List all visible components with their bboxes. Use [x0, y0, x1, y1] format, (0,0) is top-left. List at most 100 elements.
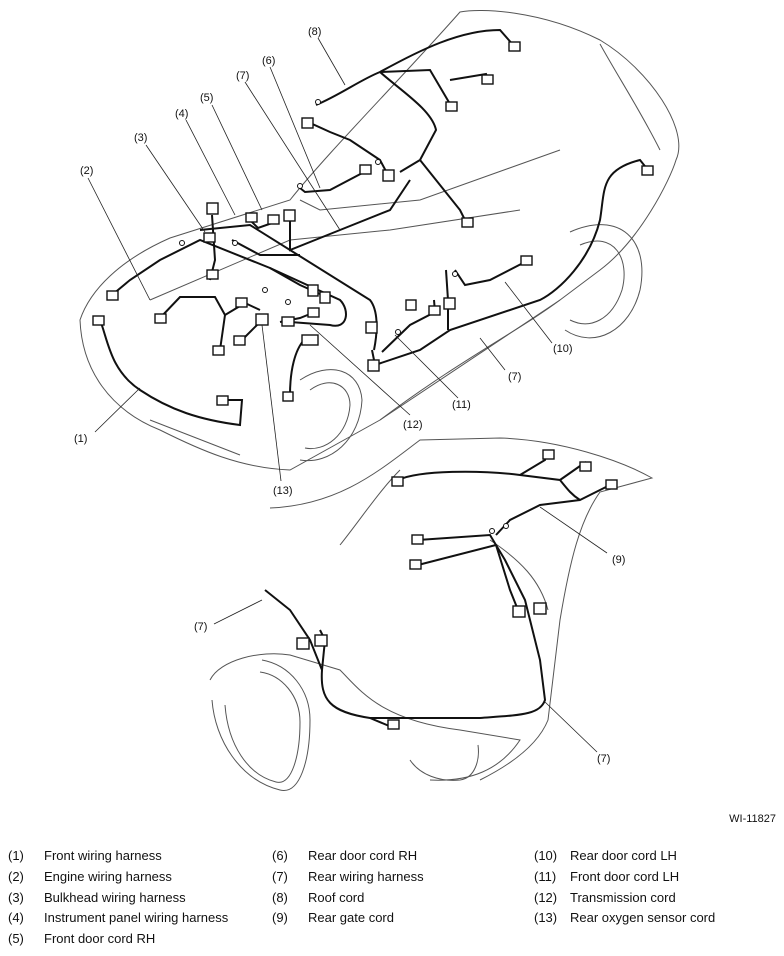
legend-label: Front door cord RH — [44, 931, 156, 947]
legend-item: (1)Front wiring harness — [8, 846, 228, 867]
connector — [206, 202, 219, 215]
legend-item: (12) Transmission cord — [534, 888, 715, 909]
legend-item: (5) Front door cord RH — [8, 929, 228, 950]
connector — [411, 534, 424, 545]
connector — [301, 334, 319, 346]
connector — [445, 101, 458, 112]
legend-item: (13) Rear oxygen sensor cord — [534, 908, 715, 929]
connector — [365, 321, 378, 334]
connector — [409, 559, 422, 570]
legend-label: Bulkhead wiring harness — [44, 889, 186, 905]
connector — [267, 214, 280, 225]
legend-column-2: (6)Rear door cord RH (7)Rear wiring harn… — [272, 846, 424, 929]
callout-12: (12) — [403, 419, 423, 431]
rear-body-outline — [209, 437, 654, 791]
callout-2: (2) — [80, 165, 93, 177]
legend-number: (4) — [8, 910, 24, 926]
callout-10: (10) — [553, 343, 573, 355]
legend-label: Instrument panel wiring harness — [44, 910, 229, 926]
legend-item: (3) Bulkhead wiring harness — [8, 888, 228, 909]
connector — [367, 359, 380, 372]
legend-label: Front wiring harness — [44, 848, 162, 863]
legend-number: (9) — [272, 910, 288, 926]
connector — [443, 297, 456, 310]
connector — [428, 305, 441, 316]
connector — [301, 117, 314, 129]
legend-number: (10) — [534, 848, 558, 863]
connector — [282, 391, 294, 402]
connector — [255, 313, 269, 326]
callout-6: (6) — [262, 55, 275, 67]
connector — [314, 634, 328, 647]
legend-item: (7)Rear wiring harness — [272, 867, 424, 888]
callout-4: (4) — [175, 108, 188, 120]
legend-item: (8)Roof cord — [272, 888, 424, 909]
connector — [283, 209, 296, 222]
legend-number: (2) — [8, 868, 24, 884]
callout-3: (3) — [134, 132, 147, 144]
connector — [605, 479, 618, 490]
legend-item: (6)Rear door cord RH — [272, 846, 424, 867]
connector — [387, 719, 400, 730]
legend-number: (13) — [534, 910, 558, 926]
callout-7-right: (7) — [508, 371, 521, 383]
legend-label: Rear oxygen sensor cord — [570, 910, 716, 926]
callout-7-rear-right: (7) — [597, 753, 610, 765]
connector — [520, 255, 533, 266]
legend-label: Rear door cord RH — [308, 848, 418, 863]
legend-label: Rear gate cord — [308, 910, 394, 926]
harness-clips — [179, 99, 509, 534]
connector — [203, 232, 216, 243]
legend-item: (2)Engine wiring harness — [8, 867, 228, 888]
legend-label: Transmission cord — [570, 889, 676, 905]
legend-number: (3) — [8, 889, 24, 905]
connector — [154, 313, 167, 324]
connector — [307, 284, 319, 297]
connectors — [92, 41, 654, 730]
legend-number: (12) — [534, 889, 558, 905]
legend-label: Front door cord LH — [570, 868, 680, 884]
connector — [405, 299, 417, 311]
legend-column-3: (10)Rear door cord LH (11) Front door cor… — [534, 846, 715, 929]
wiring-harness-diagram: (1) (2) (3) (4) (5) (6) (7) (8) (10) (7)… — [74, 9, 680, 791]
connector — [461, 217, 474, 228]
connector — [533, 602, 547, 615]
connector — [245, 212, 258, 223]
connector — [359, 164, 372, 175]
leader-lines — [87, 37, 608, 753]
connector — [391, 476, 404, 487]
legend-label: Rear wiring harness — [308, 868, 424, 884]
connector — [233, 335, 246, 346]
figure-id: WI-11827 — [729, 813, 776, 825]
connector — [508, 41, 521, 52]
callout-labels: (1) (2) (3) (4) (5) (6) (7) (8) (10) (7)… — [74, 26, 625, 765]
connector — [92, 315, 105, 326]
callout-7-top: (7) — [236, 70, 249, 82]
connector — [307, 307, 320, 318]
connector — [106, 290, 119, 301]
connector — [481, 74, 494, 85]
connector — [319, 291, 331, 304]
vehicle-body-outline — [79, 9, 680, 471]
legend-item: (4) Instrument panel wiring harness — [8, 908, 228, 929]
legend-item: (9) Rear gate cord — [272, 908, 424, 929]
legend-number: (11) — [534, 868, 557, 884]
connector — [296, 637, 310, 650]
callout-8: (8) — [308, 26, 321, 38]
connector — [206, 269, 219, 280]
legend-number: (8) — [272, 889, 288, 905]
rear-harness-wires — [264, 449, 611, 729]
legend-column-1: (1)Front wiring harness (2)Engine wiring… — [8, 846, 228, 950]
connector — [641, 165, 654, 176]
legend-item: (11) Front door cord LH — [534, 867, 715, 888]
connector — [512, 605, 526, 618]
callout-7-rear-left: (7) — [194, 621, 207, 633]
connector — [212, 345, 225, 356]
legend-number: (5) — [8, 931, 24, 947]
callout-9: (9) — [612, 554, 625, 566]
legend-item: (10)Rear door cord LH — [534, 846, 715, 867]
callout-1: (1) — [74, 433, 87, 445]
callout-5: (5) — [200, 92, 213, 104]
connector — [542, 449, 555, 460]
callout-13: (13) — [273, 485, 293, 497]
